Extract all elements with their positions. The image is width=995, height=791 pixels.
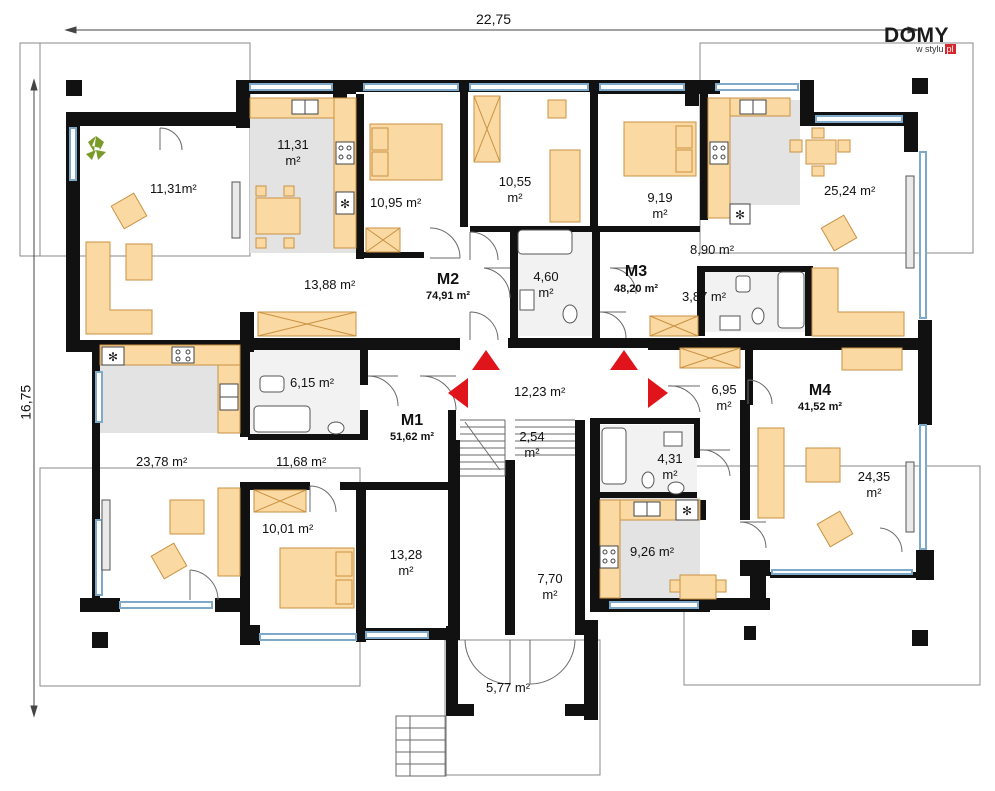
unit-m4-label: M4: [808, 382, 832, 399]
svg-text:✻: ✻: [108, 350, 118, 364]
armchair-icons: [110, 99, 858, 580]
room-m3-living: 25,24 m²: [824, 183, 876, 198]
room-m4-hall-unit: m²: [716, 398, 732, 413]
plant-icon: [86, 136, 106, 160]
room-m4-kitchen: 9,26 m²: [630, 544, 675, 559]
unit-m4-total: 41,52 m²: [797, 401, 843, 413]
room-m1-bath: 6,15 m²: [290, 375, 335, 390]
room-m4-hall-num: 6,95: [711, 382, 737, 397]
room-m2-living: 11,31m²: [150, 181, 197, 196]
doors: [159, 127, 903, 685]
room-m2-kitchen-num: 11,31: [277, 137, 309, 152]
unit-m1-label: M1: [400, 412, 424, 429]
room-m1-bedroom: 10,01 m²: [262, 521, 314, 536]
brand-sub-badge: pl: [944, 44, 956, 54]
svg-text:✻: ✻: [340, 197, 350, 211]
room-corridor-num: 7,70: [537, 571, 563, 586]
unit-m2-label: M2: [436, 271, 460, 288]
room-staircase-hall: 12,23 m²: [514, 384, 566, 399]
bathtub-icons: [253, 229, 805, 485]
room-stairs-num: 2,54: [519, 429, 545, 444]
stairs: [460, 419, 575, 477]
svg-text:✻: ✻: [682, 504, 692, 518]
room-m1-room-num: 13,28: [389, 547, 423, 562]
room-corridor-unit: m²: [542, 587, 558, 602]
unit-m3-label: M3: [624, 263, 648, 280]
stove-icon: [171, 141, 729, 569]
room-m2-bedroom: 10,95 m²: [370, 195, 422, 210]
entrance-steps: [395, 715, 447, 777]
brand-sub-text: w stylu: [916, 44, 944, 54]
fridge-snowflake-icon: [101, 191, 751, 521]
tv-units: [101, 175, 915, 571]
room-m3-hall: 8,90 m²: [690, 242, 735, 257]
room-m4-bath-unit: m²: [662, 467, 678, 482]
entry-arrow-icon: [448, 350, 668, 408]
room-m4-living-unit: m²: [866, 485, 882, 500]
bed-icons: [279, 121, 697, 609]
wardrobes: [253, 95, 741, 513]
dining-sets: [255, 127, 851, 600]
room-m3-bedroom-num: 9,19: [647, 190, 673, 205]
sink-icon: [219, 99, 767, 517]
room-stairs-unit: m²: [524, 445, 540, 460]
width-dimension: 22,75: [476, 11, 512, 27]
dimension-lines: [30, 26, 920, 718]
unit-m3-total: 48,20 m²: [613, 283, 659, 295]
room-entrance: 5,77 m²: [486, 680, 531, 695]
room-m2-bedroom2-num: 10,55: [498, 174, 532, 189]
room-m2-bath-unit: m²: [538, 285, 554, 300]
height-dimension: 16,75: [17, 384, 34, 420]
svg-text:✻: ✻: [735, 208, 745, 222]
room-m1-room-unit: m²: [398, 563, 414, 578]
windows: [69, 83, 927, 641]
rug: [805, 447, 841, 483]
unit-m1-total: 51,62 m²: [389, 431, 435, 443]
room-m4-living-num: 24,35: [857, 469, 891, 484]
room-m2-kitchen-unit: m²: [285, 153, 301, 168]
toilet-icons: [259, 275, 765, 495]
room-m1-hall: 11,68 m²: [276, 454, 327, 469]
unit-m2-total: 74,91 m²: [425, 290, 471, 302]
room-m1-living: 23,78 m²: [136, 454, 188, 469]
room-m4-bath-num: 4,31: [657, 451, 683, 466]
snowflake-glyphs: ✻ ✻ ✻ ✻: [108, 197, 745, 518]
brand-name: DOMY: [884, 24, 949, 47]
room-m2-bath-num: 4,60: [533, 269, 559, 284]
room-m3-bath: 3,87 m²: [682, 289, 727, 304]
room-m2-bedroom2-unit: m²: [507, 190, 523, 205]
room-m3-bedroom-unit: m²: [652, 206, 668, 221]
room-m2-hall: 13,88 m²: [304, 277, 356, 292]
